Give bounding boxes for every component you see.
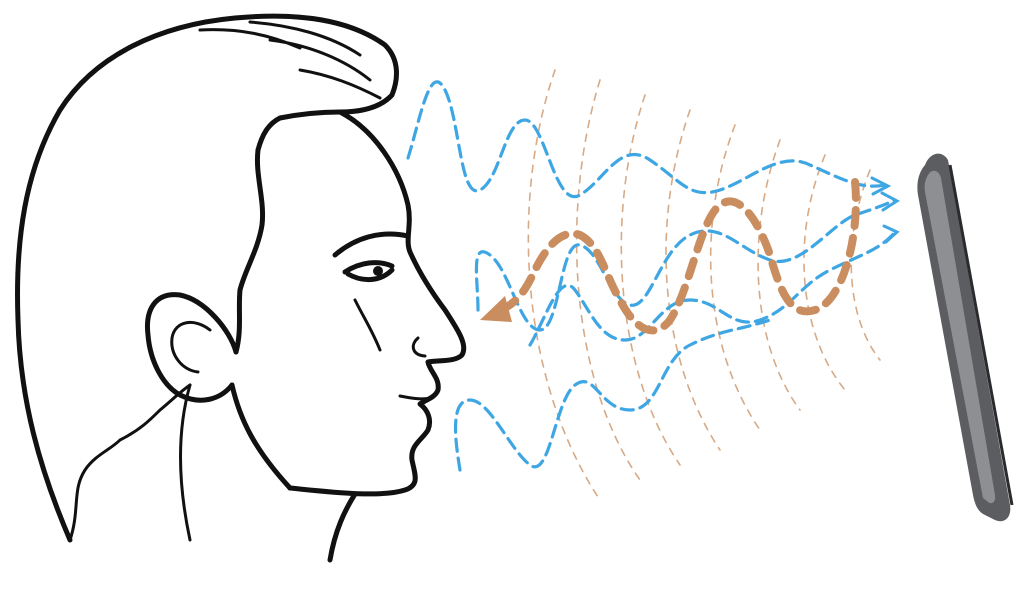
outgoing-wave-bottom: [454, 318, 772, 472]
wavefront-arc: [527, 69, 601, 501]
neck-front: [327, 491, 358, 563]
phone-screen: [924, 170, 996, 504]
outgoing-wave-top: [406, 80, 887, 199]
pupil: [373, 266, 383, 276]
smartphone-icon: [917, 153, 1014, 522]
phone-edge: [948, 164, 1014, 506]
reflected-arrowhead-icon: [480, 296, 512, 322]
neck-back: [179, 383, 192, 542]
hair-strands: [198, 20, 382, 100]
wavefront-arc: [575, 79, 641, 481]
ear: [144, 292, 239, 403]
reflected-sound-wave: [480, 178, 860, 335]
reflected-wavefronts: [527, 69, 881, 501]
reflected-wave-path: [501, 178, 860, 335]
head-profile-icon: [15, 13, 467, 563]
arrowhead-icon: [882, 224, 900, 244]
nape-hair: [68, 383, 192, 542]
face-profile: [287, 109, 467, 497]
eye: [342, 260, 395, 282]
hair-outline: [15, 13, 399, 543]
wavefront-arc: [709, 124, 761, 431]
ear-inner: [170, 321, 212, 374]
wavefront-arc: [620, 94, 681, 466]
jaw: [229, 382, 293, 491]
eyebrow: [332, 231, 411, 258]
nostril: [411, 336, 427, 358]
wavefront-arc: [665, 109, 721, 451]
sideburn: [233, 147, 266, 355]
cheek: [353, 298, 382, 352]
outgoing-wave-lower-mid: [528, 230, 897, 347]
wavefront-arc: [803, 154, 846, 391]
arrowhead-icon: [870, 176, 892, 196]
wavefront-arc: [850, 169, 881, 361]
outgoing-sound-waves: [406, 80, 900, 472]
arrowhead-icon: [880, 191, 900, 212]
mouth: [398, 394, 434, 401]
outgoing-wave-upper-mid: [474, 198, 897, 332]
